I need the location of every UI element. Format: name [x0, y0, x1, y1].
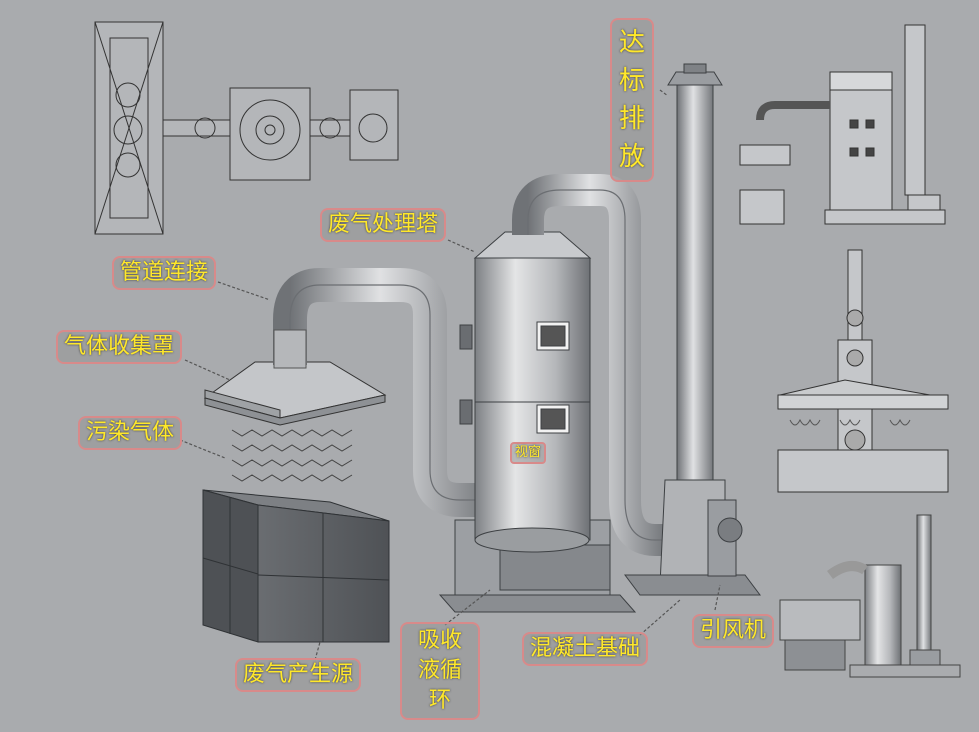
label-viewing-window: 视窗	[510, 442, 547, 464]
connecting-duct	[273, 268, 490, 517]
label-induced-fan: 引风机	[692, 614, 775, 648]
label-pipe-connection: 管道连接	[112, 256, 217, 290]
label-absorbent-circulation: 吸收液循环	[400, 622, 480, 720]
label-exhaust-source: 废气产生源	[235, 658, 362, 692]
label-pollutant-gas: 污染气体	[78, 416, 183, 450]
treatment-tower	[438, 231, 637, 613]
outlet-duct	[512, 174, 665, 556]
pollution-source-box	[202, 489, 390, 643]
label-leaders	[179, 89, 721, 661]
pollutant-gas-lines	[231, 429, 353, 482]
label-collection-hood: 气体收集罩	[56, 330, 183, 364]
label-discharge: 达标排放	[610, 18, 654, 182]
label-treatment-tower: 废气处理塔	[320, 208, 447, 242]
plan-view	[94, 21, 399, 235]
thumbnail-3d	[779, 514, 961, 678]
collection-hood	[203, 361, 387, 426]
side-elevation	[739, 24, 946, 225]
induced-draft-fan	[624, 499, 761, 596]
front-elevation	[777, 249, 949, 493]
label-concrete-foundation: 混凝土基础	[522, 632, 649, 666]
